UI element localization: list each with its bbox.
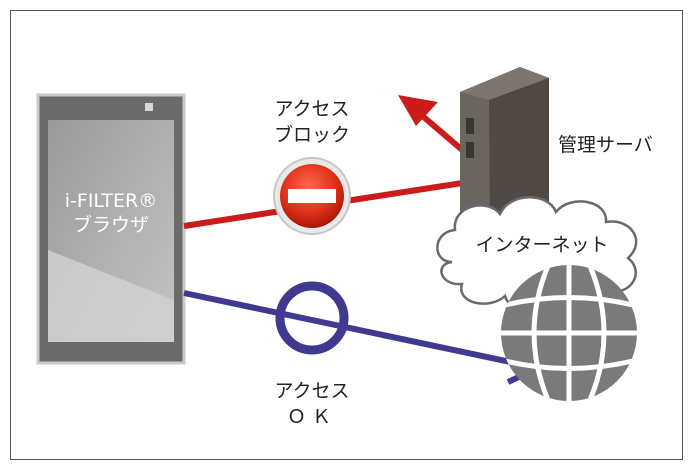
smartphone-icon [36, 93, 186, 365]
block-label-line1: アクセス [274, 98, 350, 120]
server-label: 管理サーバ [558, 134, 653, 156]
ok-arrow [183, 290, 544, 385]
block-label-line2: ブロック [273, 124, 350, 146]
phone-label-brand: i-FILTER® [64, 190, 158, 212]
ok-label-line2: ＯＫ [286, 406, 337, 428]
ok-label-line1: アクセス [274, 380, 350, 402]
internet-label: インターネット [475, 234, 609, 256]
phone-label-browser: ブラウザ [72, 214, 149, 236]
globe-icon [501, 265, 637, 401]
circle-ok-icon [275, 281, 349, 355]
no-entry-icon [273, 157, 351, 235]
server-icon [460, 67, 549, 234]
